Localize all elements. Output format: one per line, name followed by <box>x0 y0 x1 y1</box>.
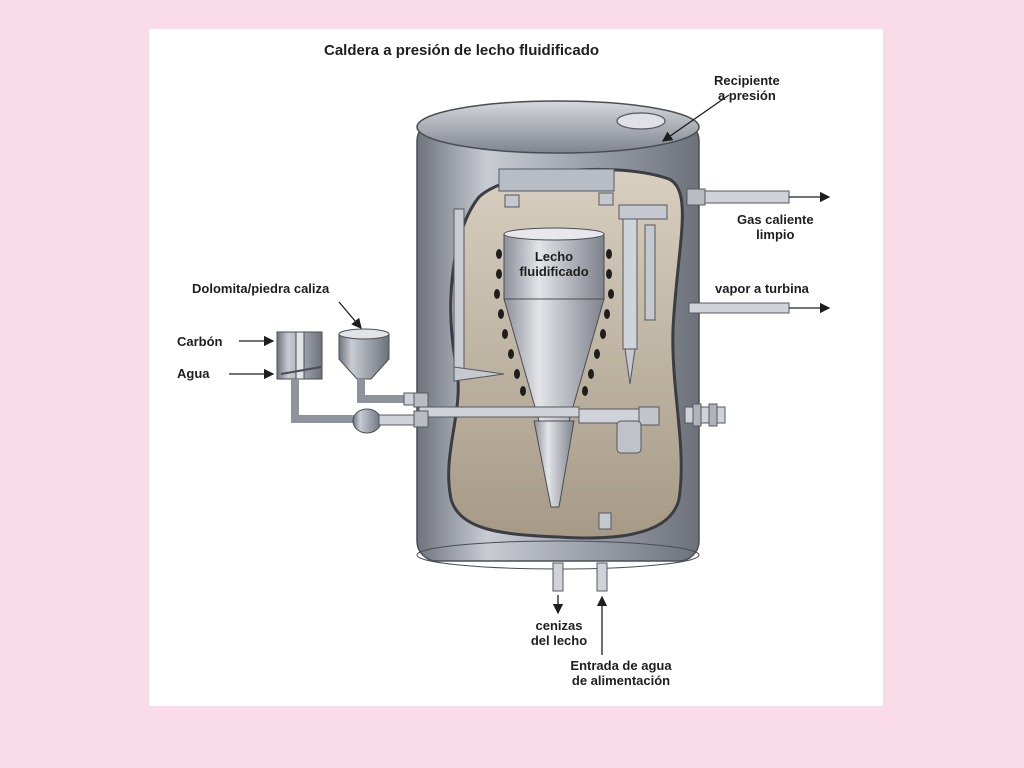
label-feedwater: Entrada de agua de alimentación <box>570 658 672 688</box>
bed-nozzle-dot <box>496 269 502 279</box>
bed-nozzle-dot <box>496 249 502 259</box>
label-pressure-vessel: Recipiente a presión <box>714 73 780 103</box>
bed-nozzle-dot <box>606 249 612 259</box>
bed-nozzle-dot <box>498 309 504 319</box>
label-coal: Carbón <box>177 334 223 349</box>
bed-nozzle-dot <box>514 369 520 379</box>
bed-nozzle-dot <box>582 386 588 396</box>
bed-nozzle-dot <box>520 386 526 396</box>
bed-nozzle-dot <box>600 329 606 339</box>
bed-nozzle-dot <box>606 269 612 279</box>
top-hatch <box>616 112 666 130</box>
flow-arrows <box>229 94 831 655</box>
boiler-diagram <box>229 94 831 655</box>
label-dolomite: Dolomita/piedra caliza <box>192 281 330 296</box>
bed-nozzle-dot <box>588 369 594 379</box>
label-bed-ash: cenizas del lecho <box>530 618 588 648</box>
bed-nozzle-dot <box>604 309 610 319</box>
diagram-title: Caldera a presión de lecho fluidificado <box>324 42 600 59</box>
bed-nozzle-dot <box>508 349 514 359</box>
label-hot-gas: Gas caliente limpio <box>737 212 814 242</box>
bed-nozzle-dot <box>608 289 614 299</box>
label-fluidized-bed: Lecho fluidificado <box>519 249 589 279</box>
label-steam: vapor a turbina <box>715 281 809 296</box>
bed-nozzle-dot <box>594 349 600 359</box>
label-water: Agua <box>177 366 210 381</box>
internal-feed-pipes <box>418 406 660 530</box>
feed-system <box>276 328 429 434</box>
fluidized-bed-cone <box>503 227 605 508</box>
bed-nozzle-dot <box>494 289 500 299</box>
upper-headers <box>453 168 668 385</box>
bed-nozzles <box>494 249 614 396</box>
bed-nozzle-dot <box>502 329 508 339</box>
bottom-nozzles <box>552 562 608 592</box>
outlet-pipes <box>684 188 790 427</box>
diagram-panel: Caldera a presión de lecho fluidificado … <box>149 29 883 706</box>
